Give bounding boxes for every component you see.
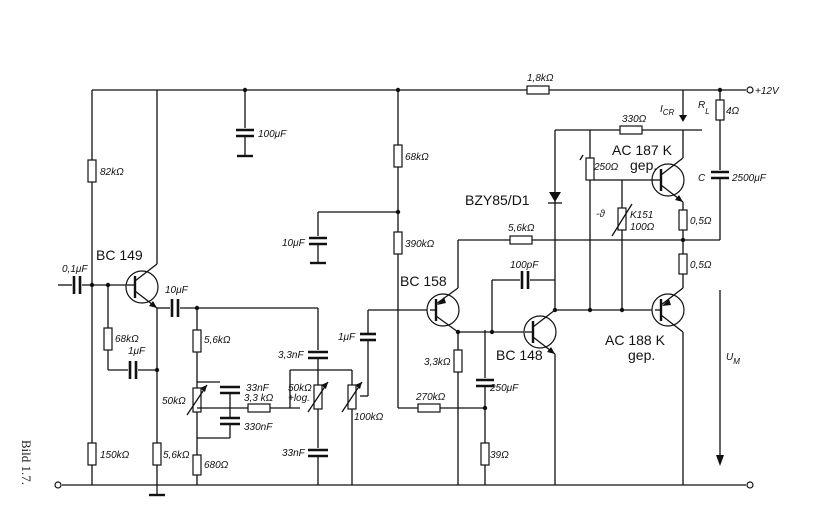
- transistor-bc158-label: BC 158: [400, 273, 447, 289]
- label-68k-b: 68kΩ: [405, 152, 429, 163]
- label-0-5-a: 0,5Ω: [690, 216, 712, 227]
- transistor-bc149-label: BC 149: [96, 247, 143, 263]
- label-4ohm: 4Ω: [726, 106, 740, 117]
- transistor-bc148-label: BC 148: [496, 347, 543, 363]
- label-250: 250Ω: [593, 162, 619, 173]
- output-stage: [489, 87, 729, 485]
- label-100p: 100pF: [510, 260, 539, 271]
- label-5k6-a: 5,6kΩ: [204, 335, 231, 346]
- label-390k: 390kΩ: [405, 239, 435, 250]
- label-330: 330Ω: [622, 114, 647, 125]
- label-680: 680Ω: [204, 460, 229, 471]
- label-1u-a: 1μF: [128, 346, 146, 357]
- label-3n3: 3,3nF: [278, 350, 304, 361]
- driver-stage: [236, 87, 720, 485]
- figure-caption: Bild 1.7.: [19, 440, 34, 485]
- label-um: UM: [726, 352, 740, 366]
- label-3k3-b: 3,3kΩ: [424, 357, 451, 368]
- label-50k-b-log: +log.: [288, 393, 310, 404]
- diode-label: BZY85/D1: [465, 192, 530, 208]
- supply-rail: [92, 86, 754, 94]
- input-stage: [58, 90, 197, 497]
- ground-rail: [54, 481, 754, 489]
- transistor-ac188-label: AC 188 K: [605, 332, 666, 348]
- label-5k6-fb: 5,6kΩ: [508, 223, 535, 234]
- label-50k-a: 50kΩ: [162, 396, 186, 407]
- label-0-5-b: 0,5Ω: [690, 260, 712, 271]
- supply-terminal: [746, 86, 754, 94]
- label-2500u: 2500μF: [731, 173, 767, 184]
- label-10u-b: 10μF: [282, 238, 306, 249]
- label-270k: 270kΩ: [415, 392, 446, 403]
- ground-terminal-left: [54, 481, 62, 489]
- label-100k: 100kΩ: [354, 412, 384, 423]
- label-250u: 250μF: [489, 383, 519, 394]
- label-3k3-a: 3,3 kΩ: [244, 393, 274, 404]
- ground-terminal-right: [746, 481, 754, 489]
- supply-label: +12V: [755, 86, 780, 97]
- label-0-1u: 0,1μF: [62, 264, 88, 275]
- transistor-ac188-sub: gep.: [628, 347, 655, 363]
- transistor-ac187-sub: gep.: [630, 157, 657, 173]
- label-150k: 150kΩ: [100, 450, 130, 461]
- tone-network: [186, 305, 430, 485]
- label-33n-b: 33nF: [282, 448, 306, 459]
- label-33n-a: 33nF: [246, 383, 270, 394]
- label-10u-a: 10μF: [165, 285, 189, 296]
- label-39: 39Ω: [490, 450, 509, 461]
- label-1k8: 1,8kΩ: [527, 73, 554, 84]
- label-1u-b: 1μF: [338, 332, 356, 343]
- label-330n: 330nF: [244, 422, 273, 433]
- label-5k6-b: 5,6kΩ: [163, 450, 190, 461]
- label-68k-a: 68kΩ: [115, 334, 139, 345]
- label-ntc-100: 100Ω: [630, 222, 655, 233]
- label-82k: 82kΩ: [100, 167, 124, 178]
- label-icr: ICR: [660, 104, 675, 117]
- supply-resistor: [526, 85, 550, 95]
- label-100u: 100μF: [258, 129, 287, 140]
- label-c: C: [698, 173, 706, 184]
- label-theta: -ϑ: [596, 209, 605, 220]
- transistor-ac187-label: AC 187 K: [612, 142, 673, 158]
- label-k151: K151: [630, 210, 653, 221]
- label-50k-b: 50kΩ: [288, 383, 312, 394]
- label-rl: RL: [698, 100, 710, 116]
